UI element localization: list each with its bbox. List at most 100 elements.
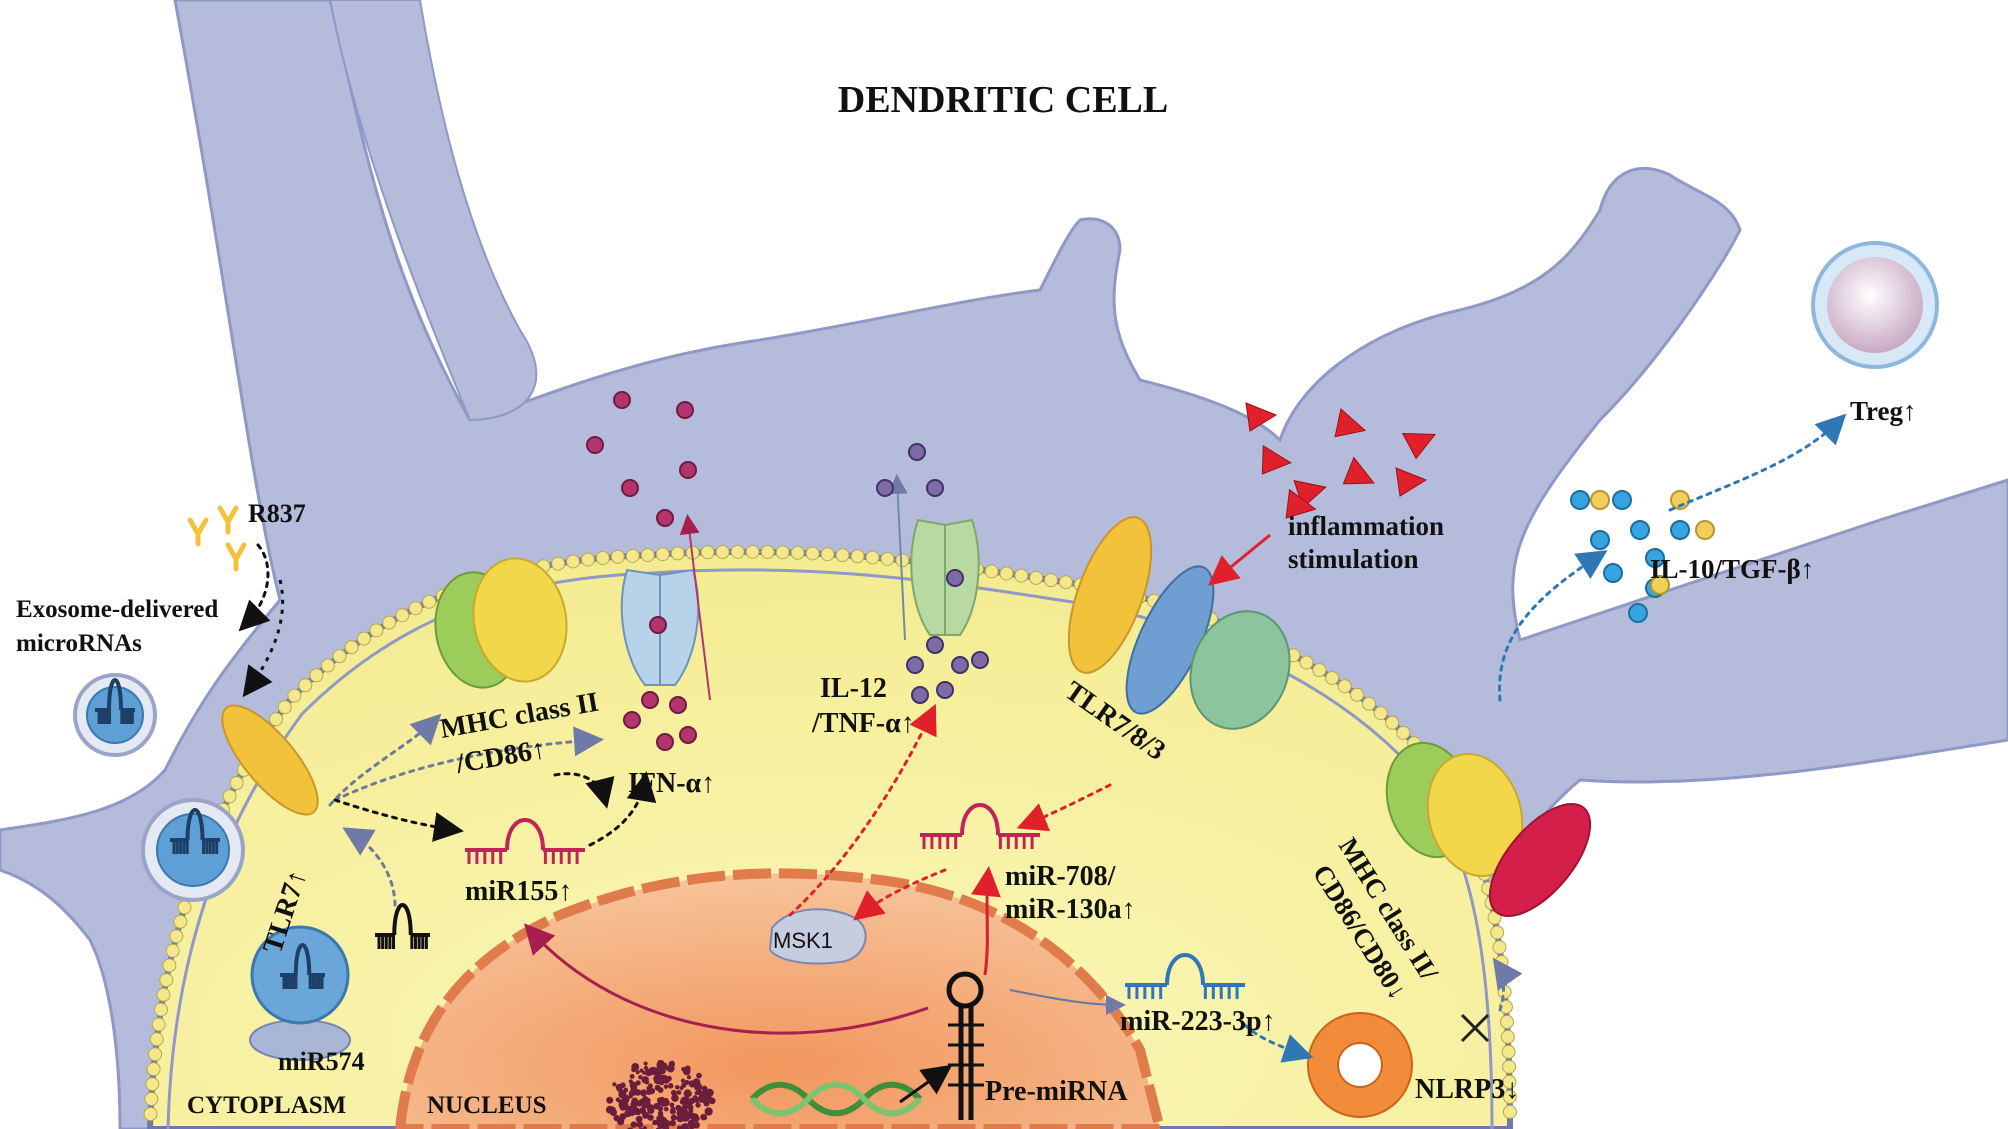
label-ifn: IFN-α↑ [628, 768, 715, 799]
ifn-particle [623, 711, 641, 729]
il12-particle [911, 686, 929, 704]
label-cytoplasm: CYTOPLASM [187, 1092, 346, 1119]
il12-particle [926, 479, 944, 497]
ifn-particle [586, 436, 604, 454]
membrane-bead [865, 550, 880, 565]
chromatin-dot [669, 1102, 675, 1108]
inflammation-stimulus [1261, 444, 1292, 475]
chromatin-dot [642, 1070, 647, 1075]
chromatin-dot [619, 1082, 626, 1089]
membrane-bead [1299, 655, 1314, 670]
il10-particle [1590, 530, 1610, 550]
membrane-bead [1396, 725, 1411, 740]
membrane-bead [1058, 575, 1073, 590]
il12-particle [906, 656, 924, 674]
diagram-title: DENDRITIC CELL [838, 79, 1168, 121]
il12-particle [926, 636, 944, 654]
il12-channel [910, 518, 980, 636]
membrane-bead [146, 1062, 161, 1077]
il12-particle [876, 479, 894, 497]
il12-secretion-arrow [887, 474, 908, 641]
chromatin-dot [703, 1100, 710, 1107]
label-il12-line2: /TNF-α↑ [811, 708, 915, 739]
membrane-bead [566, 554, 581, 569]
chromatin-dot [657, 1105, 664, 1112]
membrane-bead [298, 678, 313, 693]
membrane-bead [1312, 663, 1327, 678]
tlr7-receptor [221, 704, 319, 816]
chromatin-dot [678, 1111, 685, 1118]
exosome-mirna [280, 943, 325, 989]
inflammation-stimulus [1285, 488, 1317, 519]
mir223-hairpin [1125, 953, 1245, 999]
chromatin-dot [708, 1097, 716, 1105]
membrane-bead [835, 548, 850, 563]
nlrp3-block-cross [1460, 1013, 1490, 1043]
membrane-bead [309, 668, 324, 683]
chromatin-dot [688, 1108, 694, 1113]
exosome-membrane [141, 798, 245, 902]
membrane-bead [1029, 570, 1044, 585]
tgf-particle [1695, 520, 1715, 540]
r837-arrow [242, 579, 285, 698]
chromatin-dot [643, 1065, 649, 1071]
chromatin-dot [641, 1076, 649, 1084]
membrane-bead [269, 712, 284, 727]
chromatin-dot [656, 1117, 665, 1126]
exosome-cytoplasm [249, 925, 351, 1061]
membrane-bead [151, 1017, 166, 1032]
membrane-bead [159, 973, 174, 988]
membrane-bead [1502, 1104, 1517, 1119]
membrane-bead [730, 544, 745, 559]
chromatin-dot [681, 1096, 690, 1105]
membrane-bead [1492, 940, 1507, 955]
chromatin-dot [628, 1108, 636, 1116]
membrane-bead [162, 958, 177, 973]
chromatin-dot [676, 1125, 683, 1129]
chromatin-dot [630, 1100, 638, 1108]
membrane-bead [1490, 925, 1505, 940]
dna-helix [749, 1081, 923, 1117]
chromatin-dot [635, 1070, 640, 1075]
label-pre-mirna: Pre-miRNA [985, 1076, 1128, 1107]
il12-particle [936, 681, 954, 699]
chromatin-dot [694, 1082, 703, 1092]
membrane-bead [1494, 955, 1509, 970]
membrane-bead [153, 1002, 168, 1017]
chromatin-dot [644, 1098, 649, 1104]
label-nlrp3: NLRP3↓ [1415, 1074, 1519, 1105]
chromatin-dot [663, 1084, 669, 1089]
chromatin-dot [664, 1097, 669, 1103]
chromatin-dot [668, 1083, 674, 1089]
inflammation-stimulus [1245, 402, 1278, 432]
il10-particle [1630, 520, 1650, 540]
ifn-particle [679, 461, 697, 479]
label-treg: Treg↑ [1850, 396, 1917, 426]
chromatin-dot [635, 1080, 641, 1086]
chromatin-dot [670, 1114, 677, 1121]
membrane-bead [222, 789, 237, 804]
membrane-bead [1500, 1029, 1515, 1044]
chromatin-dot [666, 1064, 675, 1073]
ifn-particle [656, 733, 674, 751]
membrane-bead [625, 548, 640, 563]
membrane-bead [580, 552, 595, 567]
membrane-bead [984, 564, 999, 579]
membrane-bead [715, 544, 730, 559]
chromatin-dot [663, 1106, 669, 1112]
chromatin-dot [643, 1061, 648, 1066]
membrane-bead [320, 658, 335, 673]
chromatin-dot [647, 1114, 654, 1121]
chromatin-dot [617, 1118, 625, 1126]
label-mir708-line1: miR-708/ [1005, 861, 1117, 892]
label-msk1: MSK1 [773, 928, 833, 953]
chromatin-dot [674, 1084, 680, 1090]
membrane-bead [156, 987, 171, 1002]
il10-particle [1570, 490, 1590, 510]
ifn-particle [669, 696, 687, 714]
membrane-bead [382, 615, 397, 630]
chromatin-dot [639, 1089, 648, 1097]
treg-cell [1811, 241, 1939, 369]
exosome-mirna [170, 808, 220, 854]
